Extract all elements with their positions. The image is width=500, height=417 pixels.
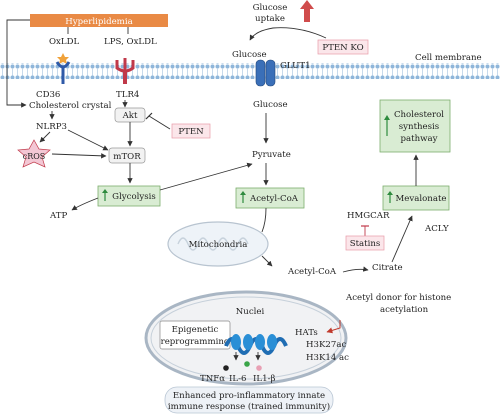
svg-text:Akt: Akt — [122, 111, 138, 121]
cell-membrane — [0, 63, 500, 79]
statins-box: Statins — [345, 235, 385, 251]
arrow-acetylcoa-citrate — [342, 266, 369, 273]
svg-text:cROS: cROS — [23, 152, 46, 161]
epigenetic-box: Epigenetic reprogramming — [159, 320, 231, 350]
lps-oxldl-label: LPS, OxLDL — [104, 37, 157, 47]
svg-text:mTOR: mTOR — [113, 152, 141, 162]
h3k14ac-label: H3K14 ac — [306, 353, 349, 363]
glut1-label: GLUT1 — [280, 61, 311, 71]
hats-label: HATs — [295, 328, 318, 338]
il6-label: IL-6 — [229, 374, 246, 384]
svg-text:Statins: Statins — [350, 239, 381, 249]
pten-box: PTEN — [171, 123, 211, 139]
acetyl-coa-box: Acetyl-CoA — [235, 187, 305, 209]
atp-label: ATP — [49, 211, 67, 221]
pten-inhibit-bar — [145, 112, 153, 120]
tlr4-receptor-icon — [115, 58, 135, 84]
arrow-citrate-mevalonate — [391, 215, 413, 263]
arrow-glycolysis-atp — [71, 197, 99, 211]
tnfa-label: TNFα — [200, 374, 225, 384]
trained-immunity-box: Enhanced pro-inflammatory innate immune … — [164, 386, 334, 414]
hmgcar-label: HMGCAR — [347, 211, 390, 221]
svg-text:PTEN KO: PTEN KO — [322, 43, 363, 53]
cholesterol-crystal-label: Cholesterol crystal — [29, 101, 112, 111]
arrow-acetylcoa-mito — [261, 207, 267, 233]
arrow-acetyl-donor-hats — [326, 320, 341, 334]
glucose-uptake-label-2: uptake — [255, 14, 285, 24]
svg-text:Acetyl-CoA: Acetyl-CoA — [249, 194, 299, 204]
hyperlipidemia-box: Hyperlipidemia — [30, 14, 168, 27]
acetyl-donor-label-2: acetylation — [380, 305, 429, 315]
pten-ko-box: PTEN KO — [317, 39, 369, 55]
nuclei-label: Nuclei — [236, 307, 265, 317]
pyruvate-label: Pyruvate — [252, 150, 291, 160]
cd36-label: CD36 — [36, 90, 60, 100]
chromatin-icon — [224, 334, 288, 355]
svg-text:synthesis: synthesis — [399, 122, 439, 132]
il6-dot-icon — [244, 361, 250, 367]
mtor-node: mTOR — [108, 147, 146, 164]
arrow-cros-mtor — [51, 153, 107, 159]
tlr4-label: TLR4 — [116, 90, 140, 100]
mitochondria-icon — [167, 221, 269, 267]
hyperlipidemia-connector — [6, 19, 30, 108]
mevalonate-box: Mevalonate — [382, 185, 450, 211]
h3k27ac-label: H3K27ac — [306, 340, 346, 350]
glucose-uptake-up-arrow-icon — [300, 0, 314, 22]
acetyl-coa-free-label: Acetyl-CoA — [287, 267, 337, 277]
svg-text:PTEN: PTEN — [178, 127, 204, 137]
glucose-uptake-label-1: Glucose — [253, 3, 288, 13]
cell-membrane-label: Cell membrane — [415, 53, 482, 63]
il1b-label: IL1-β — [253, 374, 275, 384]
glycolysis-box: Glycolysis — [97, 185, 161, 207]
glut1-transporter-icon — [255, 59, 276, 87]
svg-text:pathway: pathway — [401, 134, 438, 144]
svg-text:Enhanced pro-inflammatory inna: Enhanced pro-inflammatory innate — [173, 391, 325, 401]
glucose-inner-label: Glucose — [253, 100, 288, 110]
svg-text:Hyperlipidemia: Hyperlipidemia — [65, 17, 132, 27]
glucose-top-label: Glucose — [232, 50, 267, 60]
akt-node: Akt — [114, 107, 146, 123]
acly-label: ACLY — [424, 224, 449, 234]
svg-text:Glycolysis: Glycolysis — [112, 192, 156, 202]
citrate-label: Citrate — [372, 263, 403, 273]
pten-inhibit-line — [148, 115, 171, 130]
svg-text:immune response (trained immun: immune response (trained immunity) — [168, 401, 330, 412]
svg-text:Cholesterol: Cholesterol — [394, 110, 444, 120]
acetyl-donor-label-1: Acetyl donor for histone — [345, 293, 451, 303]
arrow-ptenko-glucose — [249, 27, 327, 41]
il1b-dot-icon — [256, 365, 262, 371]
svg-text:Epigenetic: Epigenetic — [172, 325, 219, 335]
arrow-mito-acetylcoa — [261, 255, 273, 267]
cholesterol-synthesis-box: Cholesterol synthesis pathway — [379, 99, 451, 153]
svg-text:Mevalonate: Mevalonate — [396, 194, 447, 204]
mitochondria-label: Mitochondria — [189, 240, 248, 250]
arrow-nlrp3-mtor — [67, 129, 109, 151]
tnfa-dot-icon — [223, 365, 229, 371]
cd36-receptor-icon — [55, 53, 71, 84]
oxldl-label: OxLDL — [49, 37, 79, 47]
svg-text:reprogramming: reprogramming — [161, 337, 230, 347]
arrow-nlrp3-cros — [39, 131, 51, 143]
cros-star-icon: cROS — [17, 139, 51, 168]
nlrp3-label: NLRP3 — [36, 122, 67, 132]
arrow-glycolysis-pyruvate — [159, 162, 253, 191]
